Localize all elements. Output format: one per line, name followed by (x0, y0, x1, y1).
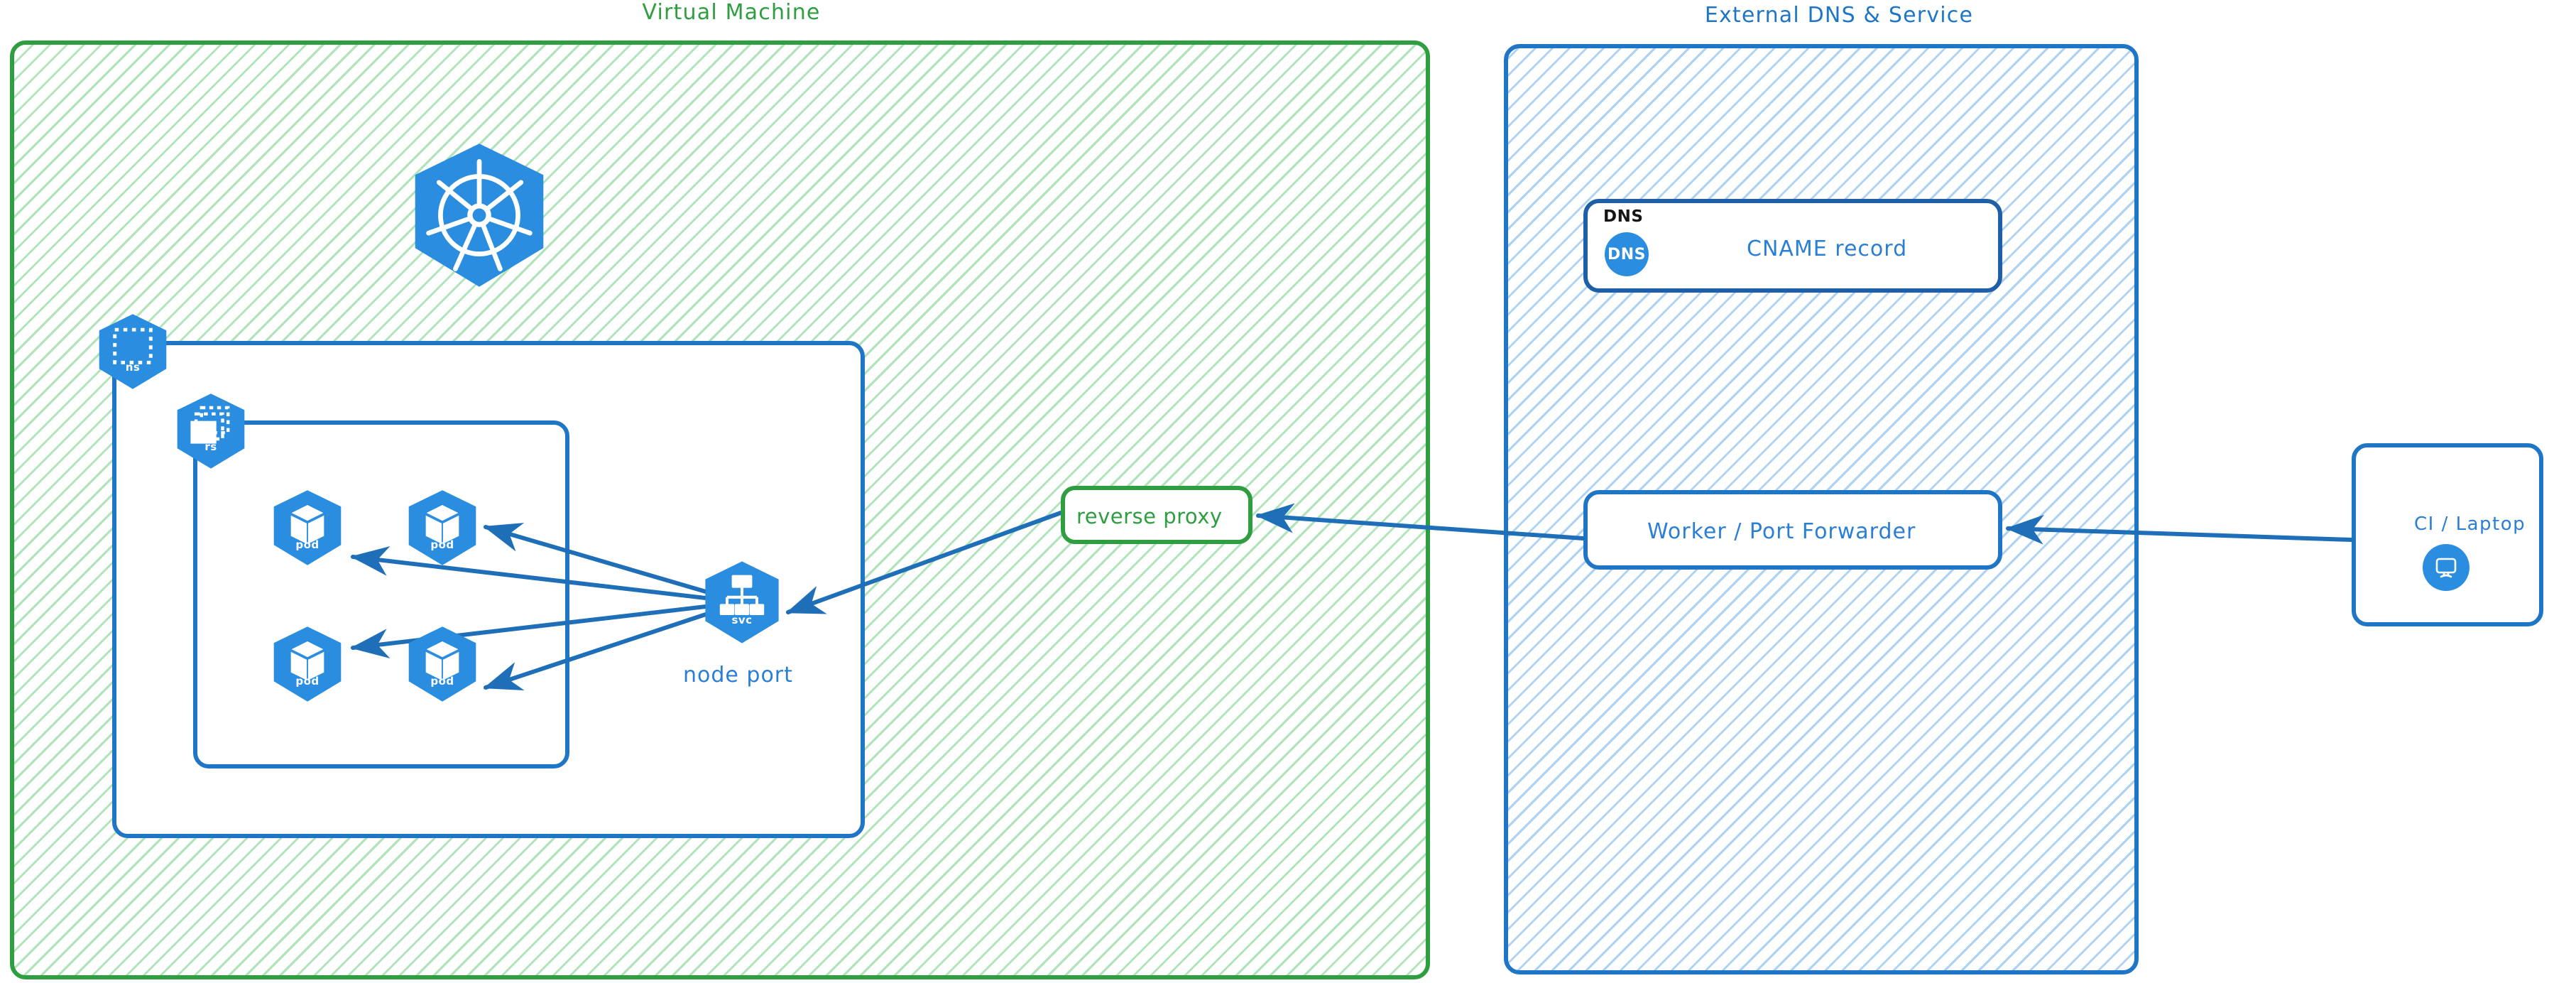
dns-icon: DNS (1605, 232, 1649, 276)
dns-record-box[interactable] (1583, 199, 2002, 293)
pod-icon: pod (403, 625, 481, 703)
external-group-title: External DNS & Service (1704, 3, 1974, 28)
reverse-proxy-label: reverse proxy (1076, 504, 1223, 528)
dns-tag-label: DNS (1603, 207, 1644, 226)
kubernetes-icon (405, 141, 554, 290)
namespace-icon: ns (94, 313, 172, 391)
worker-box[interactable] (1583, 490, 2002, 570)
desktop-monitor-icon (2423, 544, 2469, 591)
node-port-label: node port (683, 663, 793, 688)
reverse-proxy-box[interactable] (1061, 486, 1252, 544)
vm-group-title: Virtual Machine (642, 0, 821, 25)
cname-record-label: CNAME record (1747, 237, 1908, 261)
replicaset-icon: rs (172, 392, 250, 470)
worker-label: Worker / Port Forwarder (1647, 519, 1916, 544)
pod-icon: pod (268, 625, 346, 703)
replicaset-box (193, 420, 569, 769)
ci-laptop-box[interactable] (2352, 443, 2543, 626)
service-icon: svc (699, 560, 785, 645)
pod-icon: pod (403, 489, 481, 567)
pod-icon: pod (268, 489, 346, 567)
ci-laptop-label: CI / Laptop (2414, 514, 2526, 535)
